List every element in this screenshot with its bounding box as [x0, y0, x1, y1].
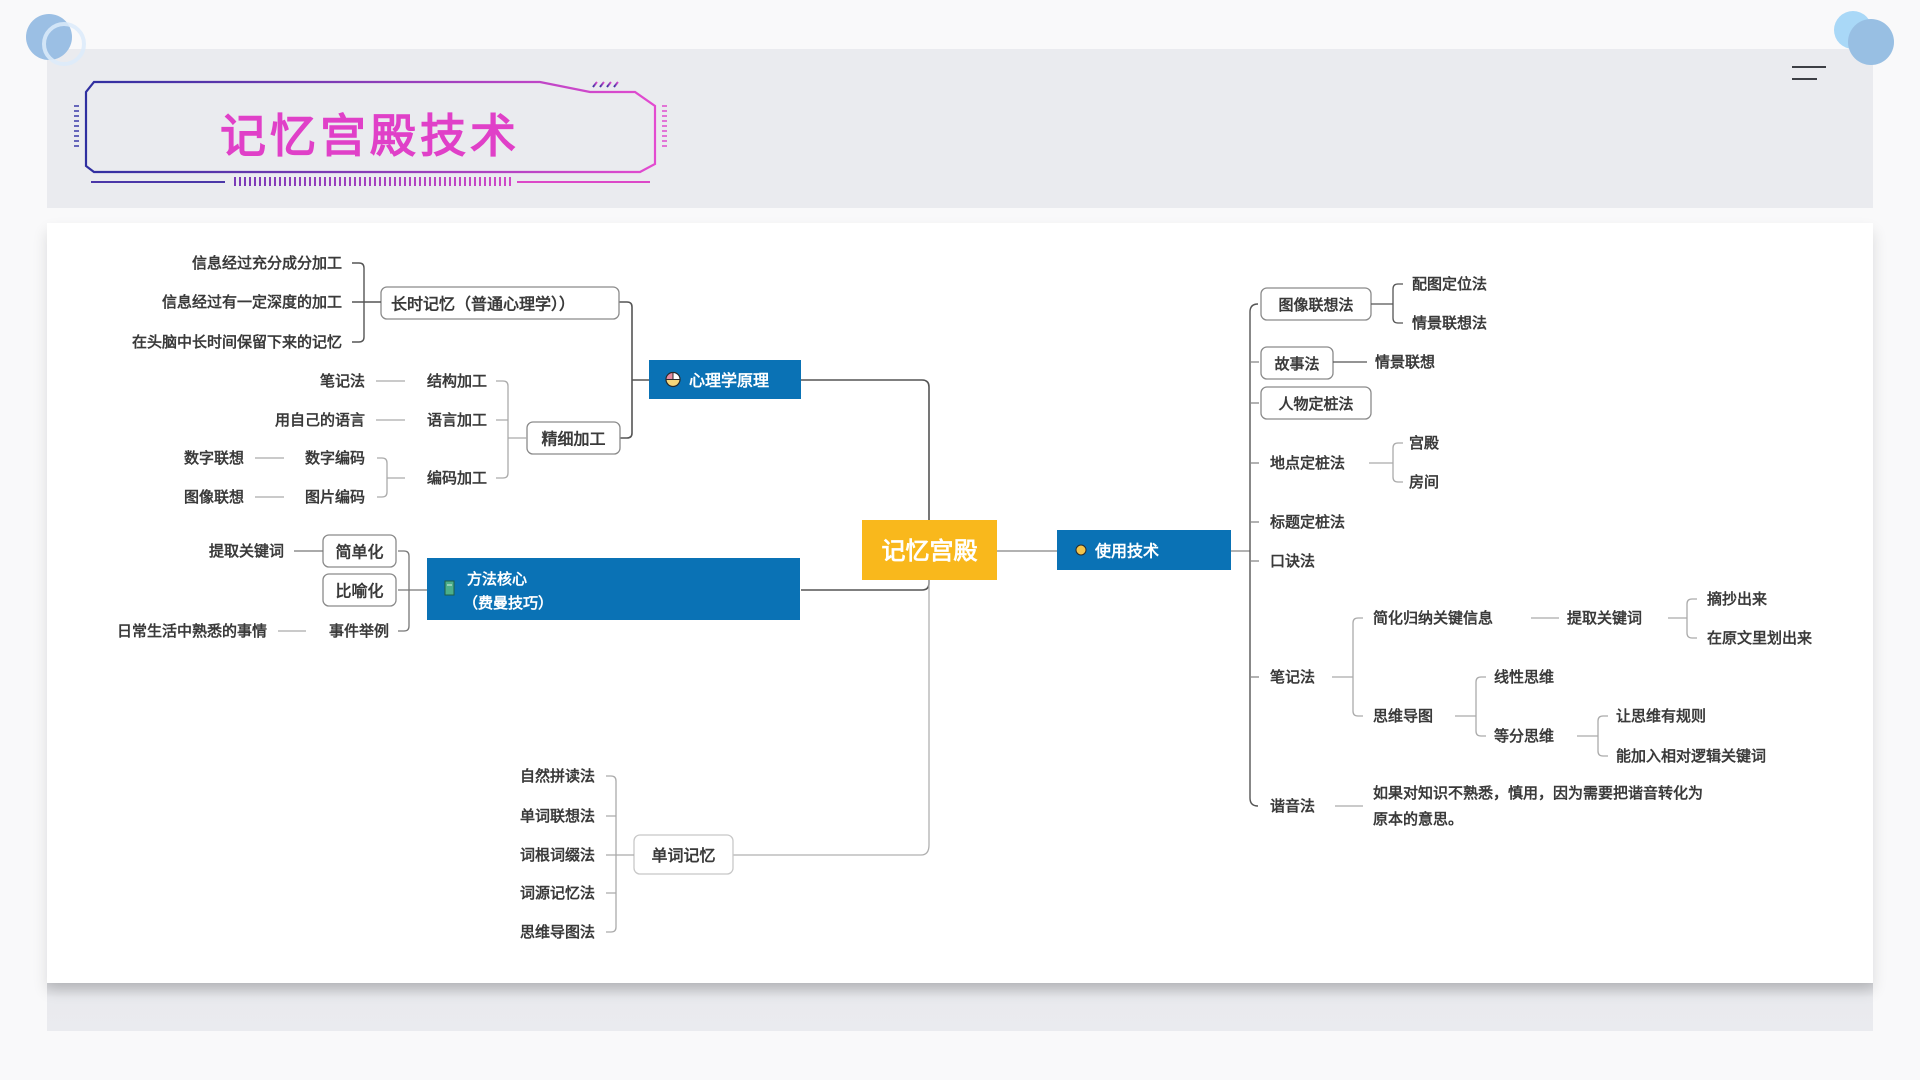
book-icon — [444, 580, 455, 596]
node-label-title-peg: 标题定桩法 — [1269, 513, 1345, 531]
connector-image-children — [1392, 283, 1403, 324]
node-label-long-term: 长时记忆（普通心理学）） — [391, 295, 575, 314]
node-label-image: 图像联想法 — [1278, 296, 1353, 314]
leaf-label: 在头脑中长时间保留下来的记忆 — [132, 333, 342, 351]
branch-label-method: 方法核心 — [467, 570, 527, 588]
connector-root-words — [733, 580, 930, 856]
leaf-label: 数字联想 — [184, 449, 244, 467]
node-label: 简化归纳关键信息 — [1373, 609, 1493, 627]
node-label-person: 人物定桩法 — [1278, 395, 1353, 413]
branch-label-psychology: 心理学原理 — [689, 371, 769, 390]
node-person-peg[interactable] — [1260, 386, 1372, 420]
branch-label-method-sub: （费曼技巧） — [463, 594, 553, 612]
menu-icon[interactable] — [1792, 66, 1826, 82]
pie-chart-icon — [665, 371, 681, 388]
connector-root-method — [801, 580, 930, 591]
leaf-label: 信息经过充分成分加工 — [192, 254, 342, 272]
connector-psychology-children — [617, 301, 633, 439]
branch-label-usage: 使用技术 — [1094, 542, 1159, 561]
leaf-label: 图像联想 — [184, 488, 244, 506]
note-text: 原本的意思。 — [1373, 810, 1463, 828]
node-label: 数字编码 — [305, 449, 365, 467]
node-label-language: 语言加工 — [427, 411, 487, 429]
leaf-label: 笔记法 — [320, 372, 365, 390]
leaf-label: 情景联想 — [1375, 353, 1435, 371]
node-metaphor[interactable] — [322, 573, 397, 607]
leaf-label: 房间 — [1409, 473, 1439, 491]
node-label-simplify: 简单化 — [335, 543, 383, 562]
page-title: 记忆宫殿技术 — [220, 109, 520, 163]
node-label: 图片编码 — [305, 488, 365, 506]
connector-root-psychology — [801, 379, 930, 520]
decor-circle-right — [1848, 19, 1894, 65]
connector-method-children — [398, 550, 410, 632]
connector-place-children — [1392, 442, 1403, 483]
node-label-event: 事件举例 — [329, 622, 389, 640]
leaf-label: 在原文里划出来 — [1707, 629, 1813, 647]
leaf-label: 提取关键词 — [209, 542, 284, 560]
leaf-label: 让思维有规则 — [1616, 707, 1706, 725]
node-label-rhyme: 口诀法 — [1270, 552, 1315, 570]
node-label-notes: 笔记法 — [1270, 668, 1315, 686]
node-label-encoding: 编码加工 — [427, 469, 487, 487]
decor-ring-left — [42, 22, 86, 66]
leaf-label: 用自己的语言 — [275, 411, 365, 429]
leaf-label: 日常生活中熟悉的事情 — [117, 622, 267, 640]
node-label: 思维导图 — [1373, 707, 1433, 725]
node-label-word-memory: 单词记忆 — [651, 846, 715, 865]
leaf-label: 摘抄出来 — [1707, 590, 1768, 608]
node-story-method[interactable] — [1260, 346, 1334, 380]
connector-usage-trunk — [1249, 303, 1259, 807]
node-label-structure: 结构加工 — [427, 372, 487, 390]
leaf-label: 配图定位法 — [1412, 275, 1487, 293]
leaf-label: 自然拼读法 — [520, 767, 595, 785]
node-label: 等分思维 — [1494, 727, 1554, 745]
footer-band — [47, 983, 1873, 1031]
leaf-label: 线性思维 — [1494, 668, 1554, 686]
node-label: 提取关键词 — [1567, 609, 1642, 627]
leaf-label: 能加入相对逻辑关键词 — [1616, 747, 1766, 765]
connector-equal-children — [1597, 715, 1608, 757]
connector-elaborate-children — [496, 380, 509, 479]
connector-encoding-children — [377, 457, 388, 498]
leaf-label: 宫殿 — [1409, 434, 1440, 452]
node-label-place: 地点定桩法 — [1270, 454, 1345, 472]
leaf-label: 单词联想法 — [520, 807, 595, 825]
leaf-label: 词根词缀法 — [520, 846, 595, 864]
connector-notes-children — [1352, 617, 1363, 717]
title-frame: 记忆宫殿技术 — [70, 78, 670, 188]
connector-long-term-children — [352, 262, 365, 343]
branch-node-method[interactable] — [427, 558, 800, 620]
leaf-label: 思维导图法 — [520, 923, 595, 941]
title-frame-border — [74, 80, 667, 186]
node-long-term-memory[interactable] — [380, 286, 620, 320]
connector-words-children — [606, 775, 617, 933]
node-label-metaphor: 比喻化 — [335, 582, 383, 601]
node-label-elaborate: 精细加工 — [541, 430, 605, 449]
leaf-label: 词源记忆法 — [520, 884, 595, 902]
node-label-homophone: 谐音法 — [1270, 797, 1315, 815]
root-node[interactable] — [862, 520, 997, 580]
root-node-label: 记忆宫殿 — [882, 537, 979, 565]
smiley-icon — [1075, 544, 1087, 556]
connector-keyword-children — [1686, 598, 1697, 639]
leaf-label: 情景联想法 — [1412, 314, 1487, 332]
leaf-label: 信息经过有一定深度的加工 — [162, 293, 342, 311]
note-text: 如果对知识不熟悉，慎用，因为需要把谐音转化为 — [1373, 784, 1703, 802]
node-label-story: 故事法 — [1274, 355, 1319, 373]
connector-mindmap-children — [1475, 676, 1486, 737]
header-band — [47, 49, 1873, 208]
